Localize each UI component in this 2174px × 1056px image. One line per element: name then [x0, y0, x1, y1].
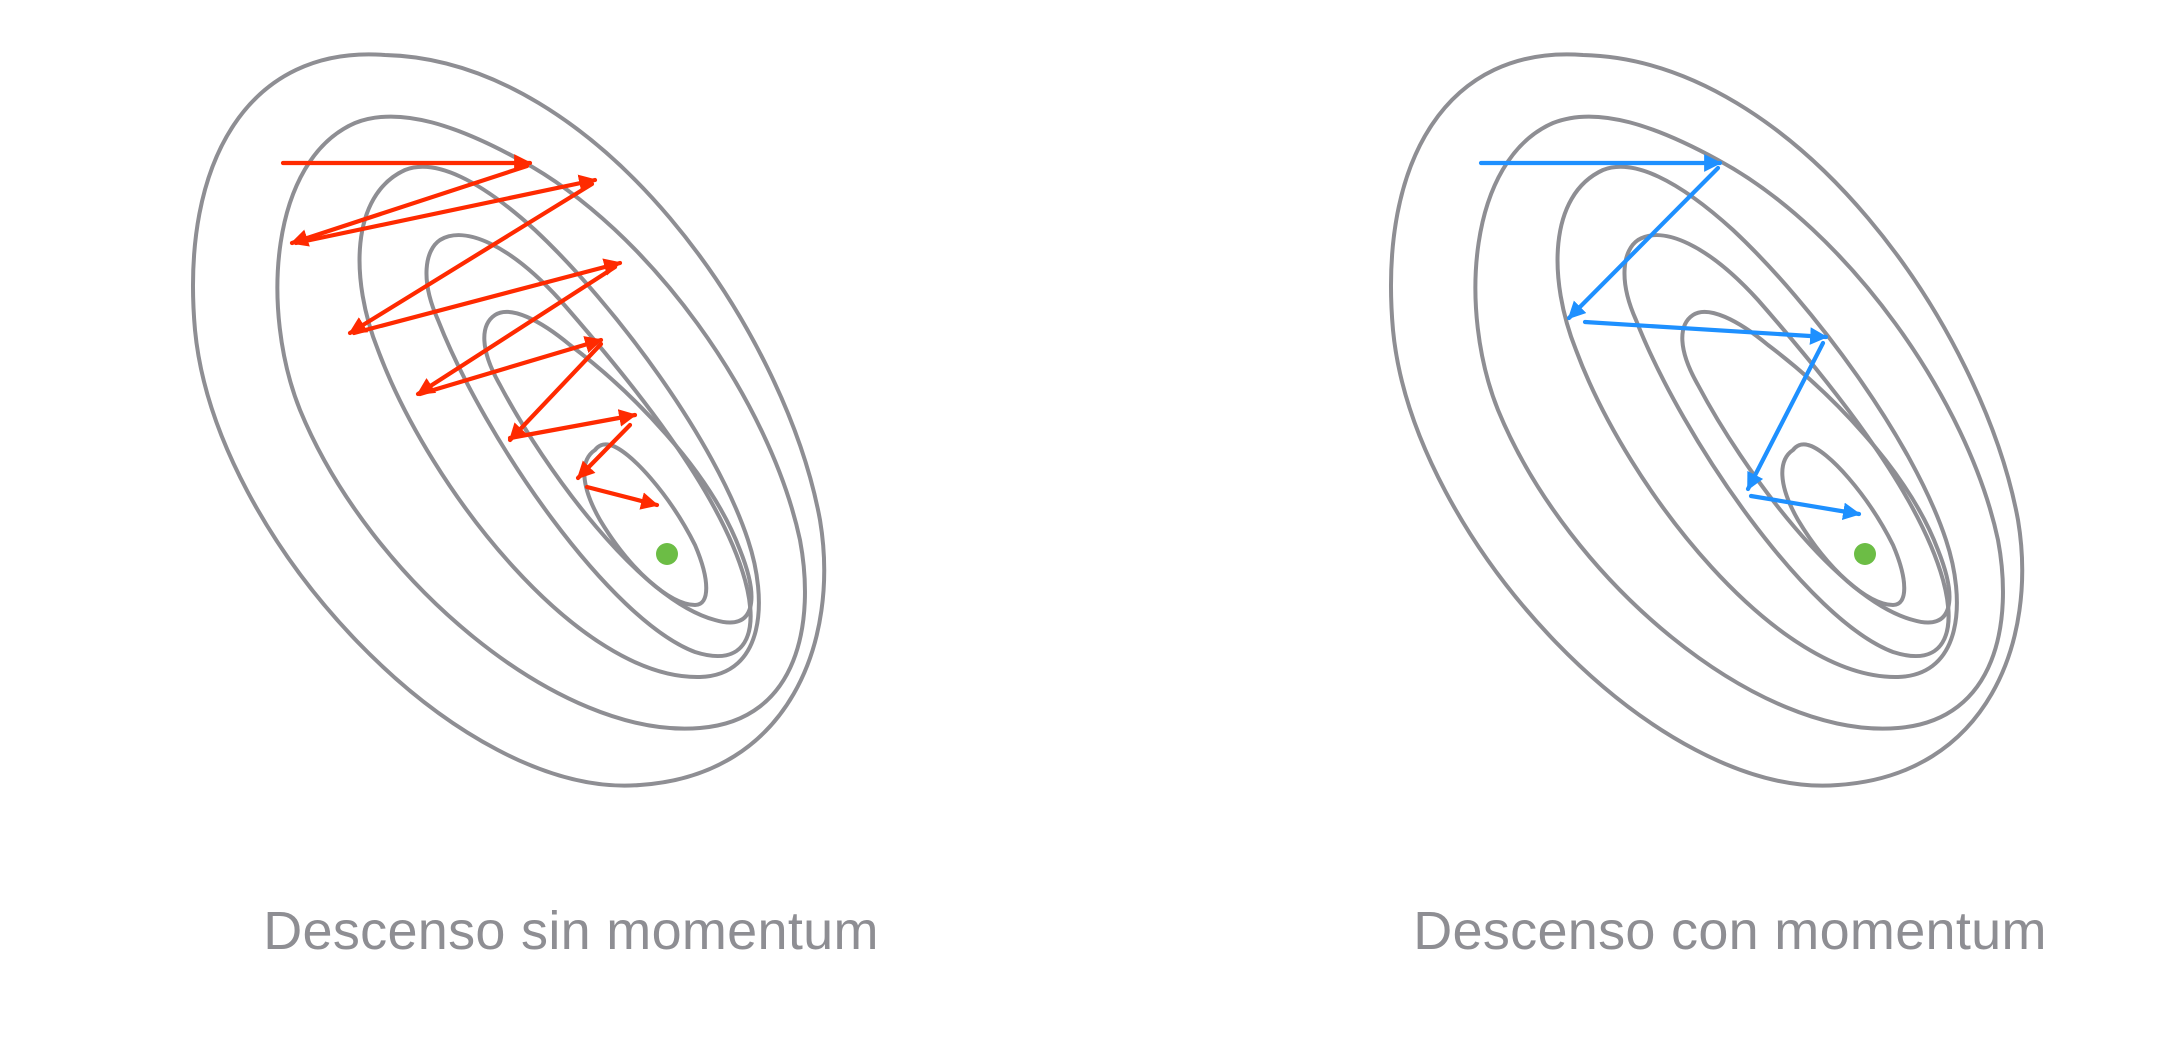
caption-with-momentum: Descenso con momentum	[1413, 901, 2047, 961]
gradient-path-momentum	[1478, 154, 1862, 521]
gradient-path-no-momentum	[280, 154, 660, 510]
minimum-point	[656, 543, 678, 565]
panel-left	[191, 52, 827, 788]
caption-without-momentum: Descenso sin momentum	[263, 901, 879, 961]
panel-right	[1389, 52, 2025, 788]
minimum-point	[1854, 543, 1876, 565]
